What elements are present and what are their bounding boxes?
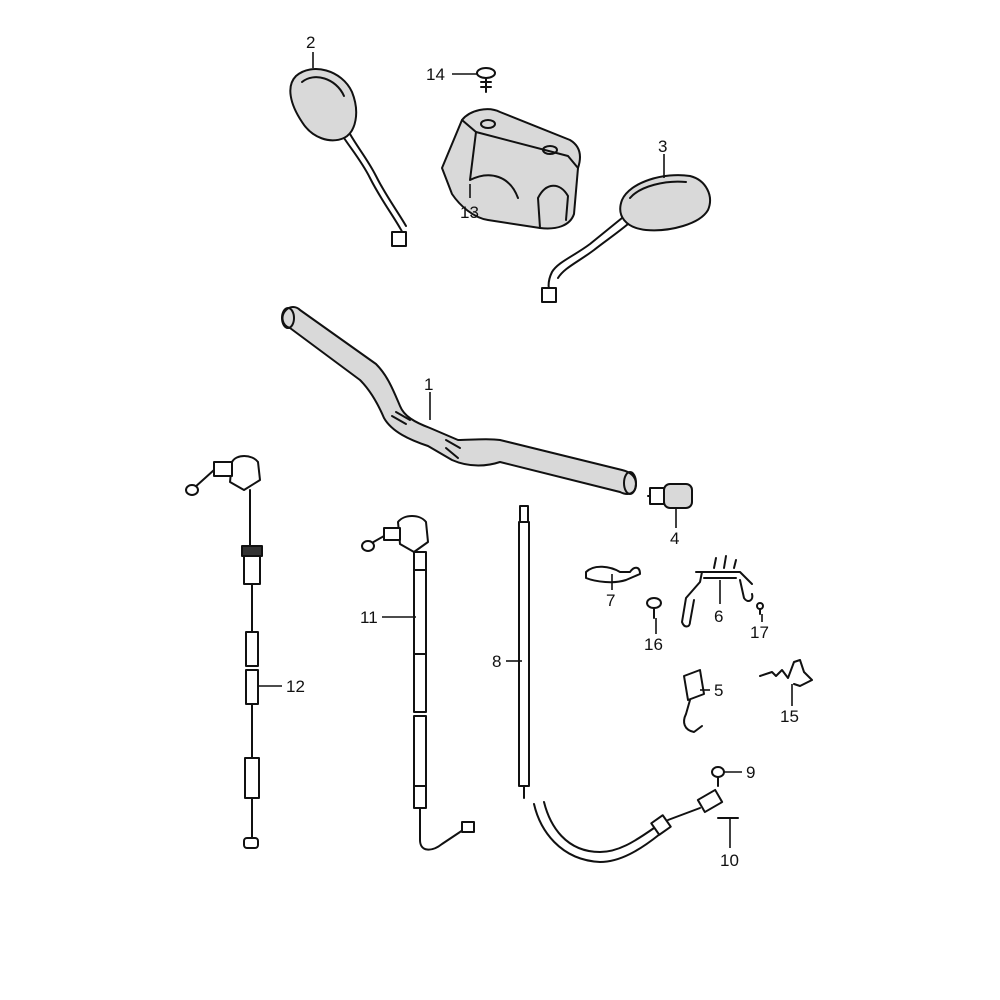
callout-5: 5 <box>714 681 723 700</box>
callout-1: 1 <box>424 375 433 394</box>
small-pin <box>756 602 764 615</box>
cable-bracket <box>683 669 705 733</box>
bolt <box>711 766 725 787</box>
callout-12: 12 <box>286 677 305 696</box>
left-mirror <box>289 68 407 247</box>
handlebar <box>281 306 637 495</box>
clip <box>585 565 641 584</box>
spring-clip <box>759 659 813 687</box>
middle-cable <box>361 515 475 851</box>
left-cable <box>185 455 263 849</box>
bracket <box>681 555 754 628</box>
screw <box>476 67 496 93</box>
callout-15: 15 <box>780 707 799 726</box>
callouts: 1 2 3 4 5 6 7 8 9 10 11 12 13 14 15 16 1… <box>286 33 799 870</box>
right-mirror <box>541 174 711 303</box>
leader-lines <box>258 52 793 848</box>
callout-6: 6 <box>714 607 723 626</box>
callout-10: 10 <box>720 851 739 870</box>
callout-7: 7 <box>606 591 615 610</box>
callout-2: 2 <box>306 33 315 52</box>
bar-end-weight <box>647 483 693 509</box>
callout-11: 11 <box>360 608 378 627</box>
callout-3: 3 <box>658 137 667 156</box>
callout-13: 13 <box>460 203 479 222</box>
right-cable <box>518 505 724 863</box>
callout-8: 8 <box>492 652 501 671</box>
callout-14: 14 <box>426 65 445 84</box>
small-bolt <box>646 597 662 619</box>
callout-4: 4 <box>670 529 679 548</box>
callout-16: 16 <box>644 635 663 654</box>
callout-17: 17 <box>750 623 769 642</box>
callout-9: 9 <box>746 763 755 782</box>
handlebar-cover <box>441 108 581 230</box>
